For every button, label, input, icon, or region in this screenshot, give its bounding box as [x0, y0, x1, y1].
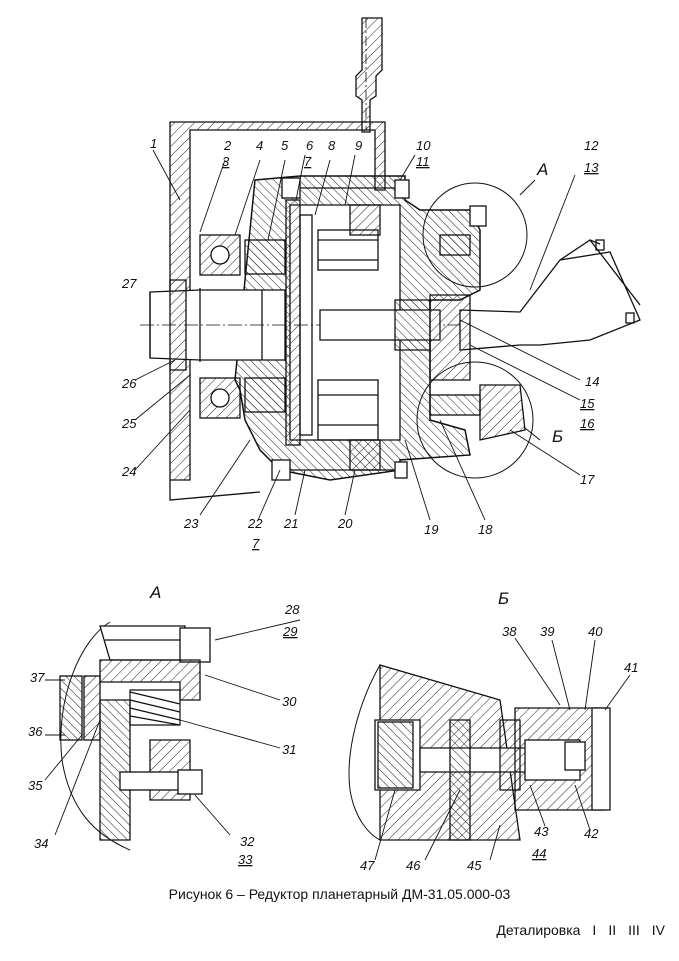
callout: 32 — [240, 834, 255, 849]
nav-item-2[interactable]: II — [608, 922, 617, 938]
callout: 21 — [283, 516, 298, 531]
callout: 44 — [532, 846, 546, 861]
callout: 31 — [282, 742, 296, 757]
callout: 12 — [584, 138, 599, 153]
callout: 6 — [306, 138, 314, 153]
nav-item-3[interactable]: III — [628, 922, 640, 938]
callout: 8 — [328, 138, 336, 153]
callout: 11 — [416, 154, 430, 169]
callout: 10 — [416, 138, 431, 153]
callout: 7 — [304, 154, 312, 169]
callout: 17 — [580, 472, 595, 487]
callout: 26 — [121, 376, 137, 391]
callout: 27 — [121, 276, 137, 291]
callout: 42 — [584, 826, 599, 841]
callout: 38 — [502, 624, 517, 639]
callout: 23 — [183, 516, 199, 531]
detail-view-b — [348, 637, 631, 861]
callout: 9 — [355, 138, 362, 153]
nav-item-4[interactable]: IV — [651, 922, 665, 938]
callout-labels: 1 2 3 4 5 6 7 8 9 10 11 12 13 14 15 16 1… — [28, 136, 638, 873]
callout: 47 — [360, 858, 375, 873]
callout: 25 — [121, 416, 137, 431]
callout: 33 — [238, 852, 253, 867]
callout: 43 — [534, 824, 549, 839]
view-title-a: А — [149, 583, 161, 602]
nav-label[interactable]: Деталировка — [496, 922, 581, 938]
callout: 35 — [28, 778, 43, 793]
callout: 18 — [478, 522, 493, 537]
callout: 1 — [150, 136, 157, 151]
view-label-b-main: Б — [552, 427, 563, 446]
callout: 2 — [223, 138, 232, 153]
callout: 7 — [252, 536, 260, 551]
view-label-a-main: А — [536, 160, 548, 179]
callout: 15 — [580, 396, 595, 411]
technical-drawing: А Б А Б 1 2 3 4 5 6 7 8 9 10 11 12 13 14… — [28, 17, 641, 873]
callout: 4 — [256, 138, 263, 153]
callout: 19 — [424, 522, 438, 537]
nav-item-1[interactable]: I — [592, 922, 597, 938]
callout: 5 — [281, 138, 289, 153]
callout: 40 — [588, 624, 603, 639]
callout: 45 — [467, 858, 482, 873]
callout: 34 — [34, 836, 48, 851]
callout: 16 — [580, 416, 595, 431]
callout: 22 — [247, 516, 263, 531]
callout: 30 — [282, 694, 297, 709]
callout: 37 — [30, 670, 45, 685]
main-section-view — [134, 17, 641, 521]
callout: 14 — [585, 374, 599, 389]
callout: 39 — [540, 624, 554, 639]
callout: 13 — [584, 160, 599, 175]
figure-caption: Рисунок 6 – Редуктор планетарный ДМ-31.0… — [168, 886, 511, 902]
callout: 24 — [121, 464, 136, 479]
detail-navigation: Деталировка I II III IV — [496, 922, 665, 938]
callout: 3 — [222, 154, 230, 169]
callout: 36 — [28, 724, 43, 739]
detail-view-a — [44, 619, 301, 851]
callout: 46 — [406, 858, 421, 873]
callout: 28 — [284, 602, 300, 617]
callout: 29 — [282, 624, 297, 639]
callout: 41 — [624, 660, 638, 675]
view-title-b: Б — [498, 589, 509, 608]
callout: 20 — [337, 516, 353, 531]
